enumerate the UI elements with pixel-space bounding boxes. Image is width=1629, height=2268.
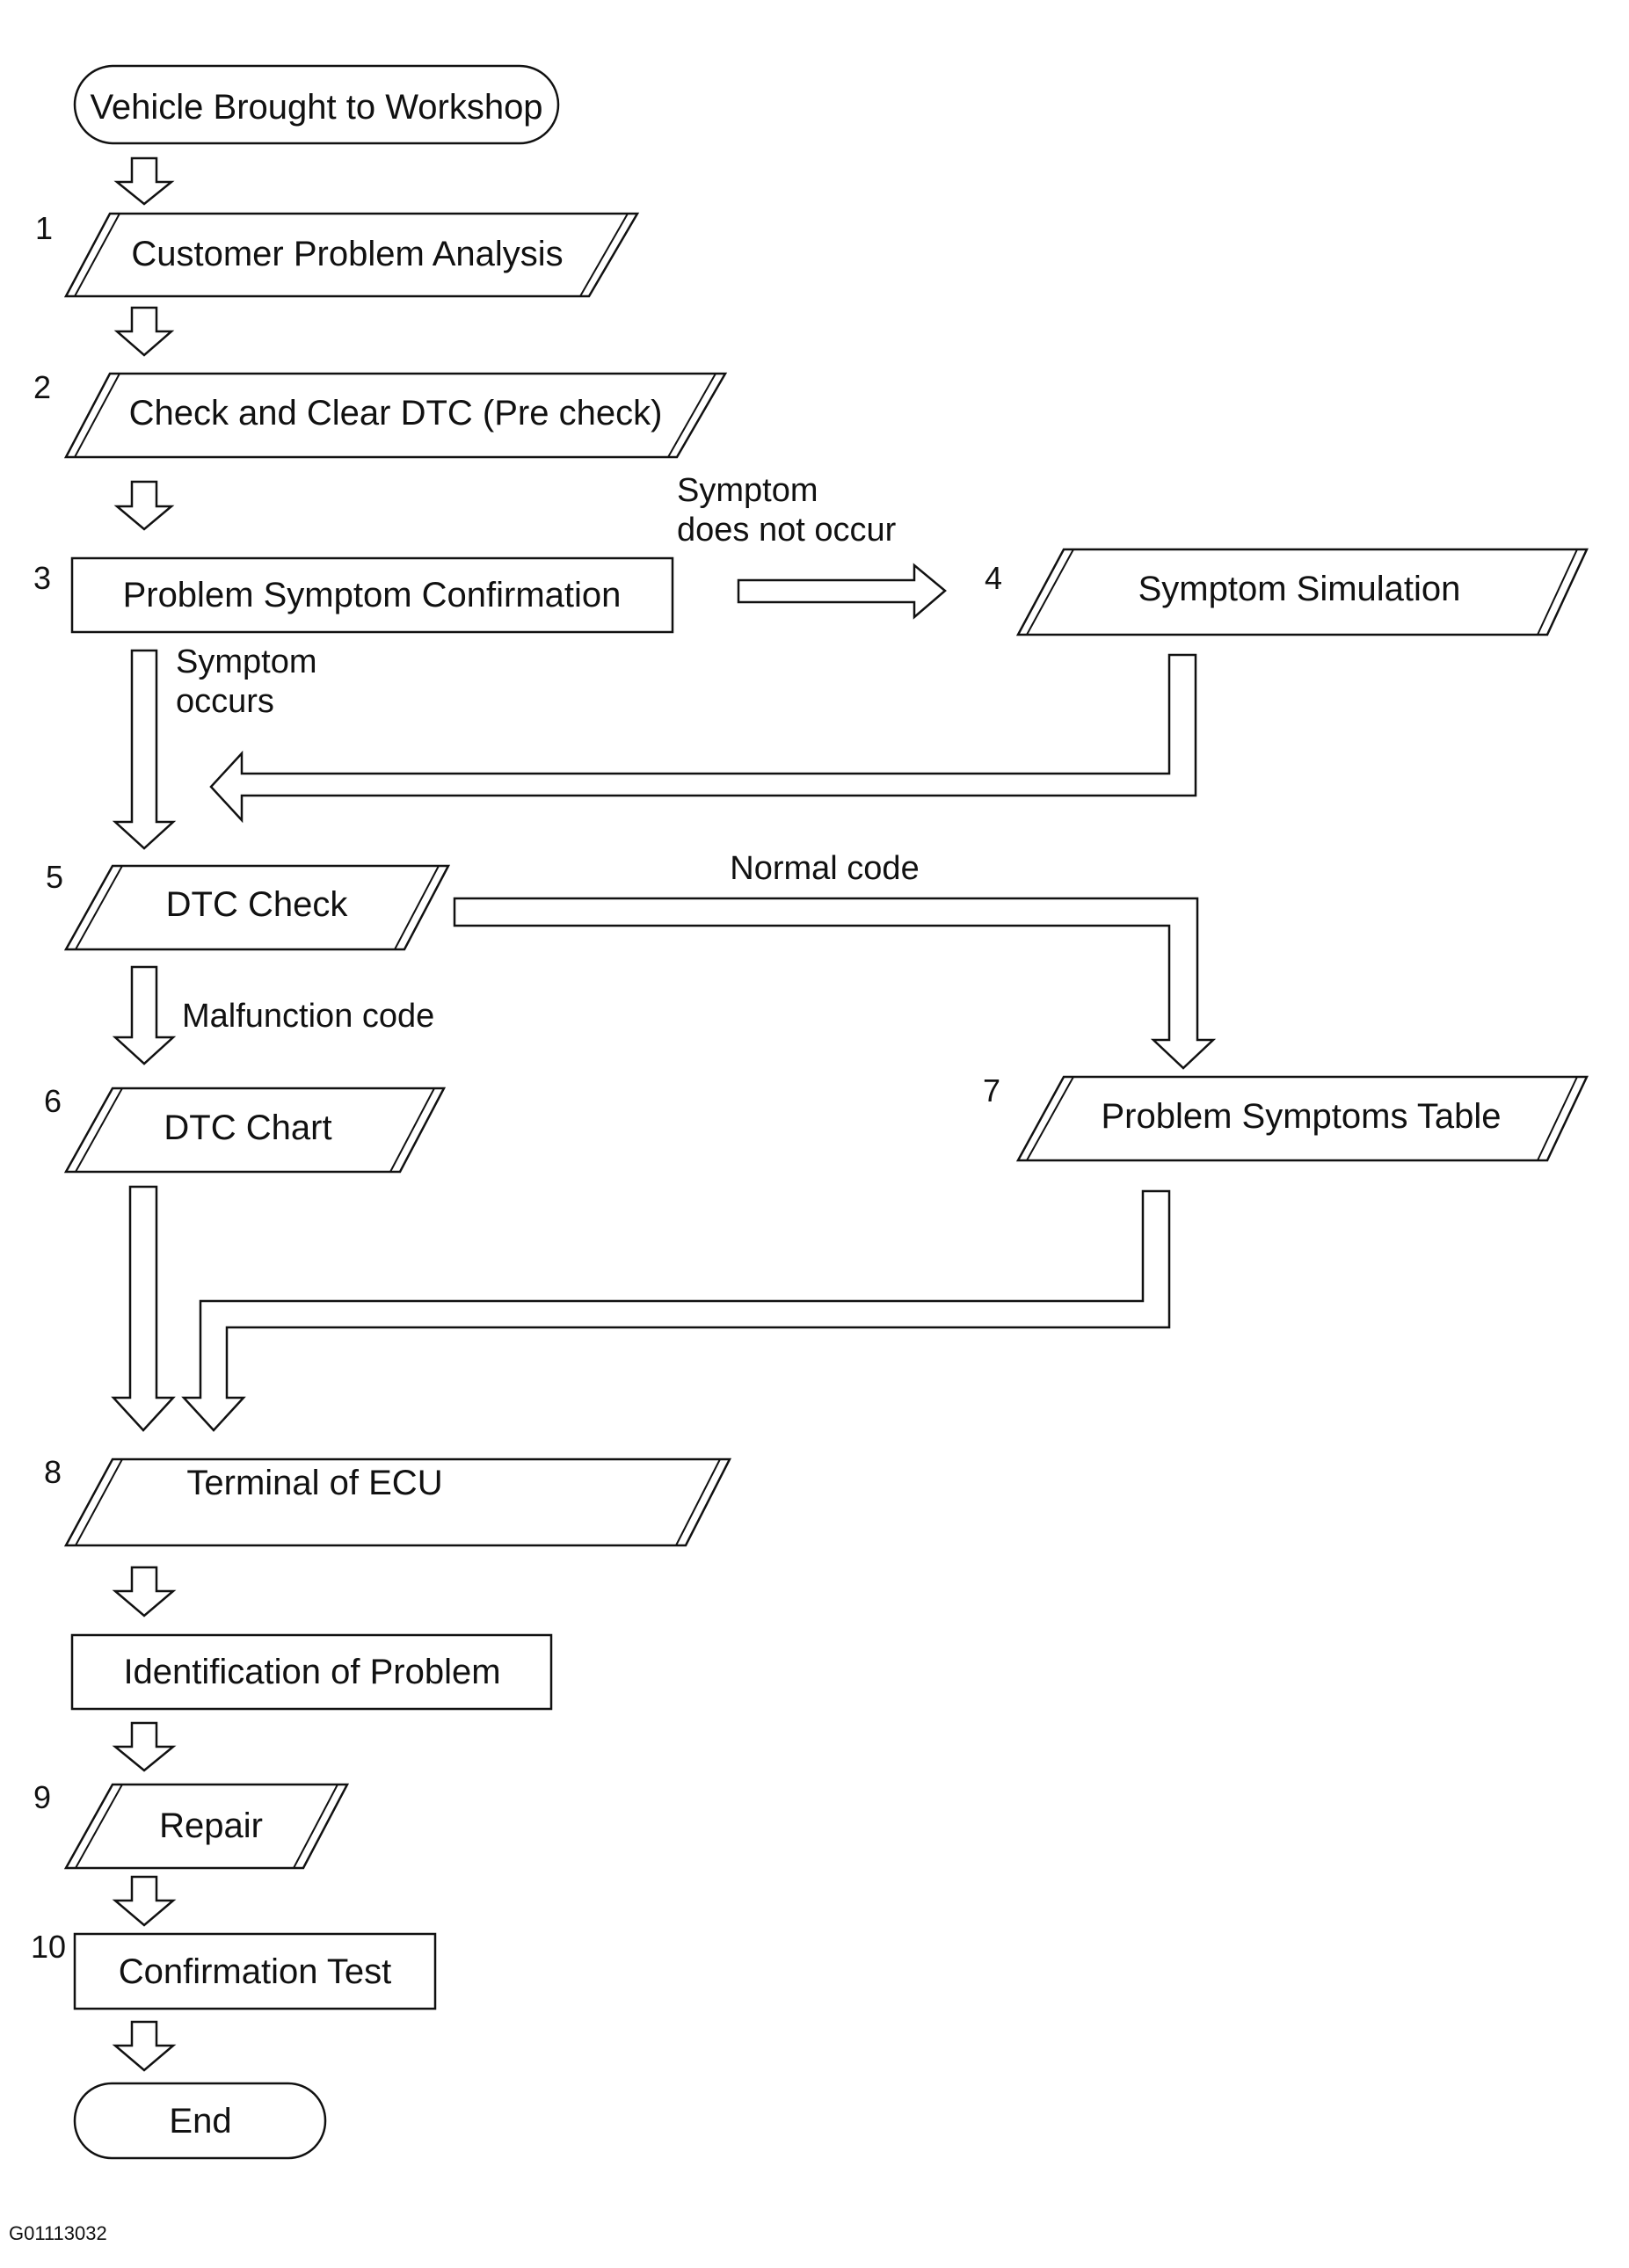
arrow-step1-to-step2	[113, 306, 175, 357]
step-label-8: Terminal of ECU	[186, 1464, 442, 1502]
step-number-8: 8	[44, 1454, 62, 1490]
step-7-box	[1015, 1075, 1589, 1162]
arrow-step3-to-step4	[737, 563, 947, 620]
step-7-box-edge	[1537, 1076, 1578, 1161]
figure-id: G01113032	[9, 2222, 107, 2244]
arrow-step9-to-step10	[112, 1875, 177, 1927]
step-number-5: 5	[46, 859, 63, 895]
step-number-6: 6	[44, 1083, 62, 1119]
step-number-3: 3	[33, 560, 51, 596]
arrow-step5-to-step6	[112, 965, 177, 1065]
arrow-step10-to-end	[112, 2020, 177, 2072]
arrow-step7-to-step8	[181, 1189, 1171, 1432]
step-5-box	[63, 864, 451, 951]
step-2-box-edge	[667, 373, 716, 458]
step-9-box-edge	[293, 1784, 338, 1869]
branch-label-symptom-not-occur-line2: does not occur	[677, 512, 897, 549]
arrow-identification-to-step9	[112, 1721, 177, 1772]
step-number-10: 10	[31, 1929, 66, 1965]
step-7-box-edge	[1026, 1076, 1074, 1161]
step-9-box-edge	[75, 1784, 123, 1869]
step-label-1: Customer Problem Analysis	[131, 235, 563, 273]
step-number-7: 7	[983, 1072, 1000, 1109]
branch-label-symptom-occurs-line1: Symptom	[176, 643, 316, 680]
step-8-box	[63, 1457, 732, 1547]
step-9-box	[63, 1783, 350, 1870]
arrow-step4-to-step5	[209, 653, 1197, 824]
branch-label-normal-code: Normal code	[730, 850, 919, 887]
arrow-step2-to-step3	[113, 480, 175, 531]
step-1-box-edge	[74, 213, 120, 297]
step-8-box-edge	[75, 1458, 123, 1546]
identification-label: Identification of Problem	[123, 1653, 500, 1691]
step-label-2: Check and Clear DTC (Pre check)	[129, 394, 663, 433]
step-6-box-edge	[75, 1087, 123, 1173]
step-number-9: 9	[33, 1779, 51, 1815]
identification-box	[70, 1633, 553, 1711]
arrow-step5-to-step7	[453, 897, 1217, 1070]
end-terminator	[73, 2082, 327, 2160]
step-label-10: Confirmation Test	[119, 1952, 392, 1991]
arrow-step3-to-step5	[112, 649, 177, 850]
start-label: Vehicle Brought to Workshop	[90, 88, 542, 127]
step-label-7: Problem Symptoms Table	[1102, 1097, 1502, 1136]
end-label: End	[169, 2102, 231, 2141]
step-label-4: Symptom Simulation	[1138, 570, 1461, 608]
branch-label-malfunction-code: Malfunction code	[182, 998, 434, 1035]
step-label-3: Problem Symptom Confirmation	[123, 576, 622, 614]
arrow-start-to-step1	[113, 156, 175, 206]
step-10-box	[73, 1932, 437, 2010]
arrow-step6-to-step8	[111, 1185, 176, 1432]
step-4-box-edge	[1537, 549, 1578, 636]
arrow-step8-to-identification	[112, 1566, 177, 1617]
step-1-box	[63, 212, 640, 298]
step-1-box-edge	[579, 213, 629, 297]
step-4-box-edge	[1026, 549, 1074, 636]
step-number-1: 1	[35, 210, 53, 246]
branch-label-symptom-not-occur-line1: Symptom	[677, 472, 818, 509]
start-terminator	[73, 64, 560, 145]
step-5-box-edge	[75, 865, 123, 950]
step-number-4: 4	[985, 560, 1002, 596]
step-number-2: 2	[33, 369, 51, 405]
step-label-5: DTC Check	[166, 885, 349, 924]
step-8-box-edge	[675, 1458, 721, 1546]
step-5-box-edge	[394, 865, 440, 950]
step-2-box	[63, 372, 728, 459]
step-6-box-edge	[389, 1087, 435, 1173]
branch-label-symptom-occurs-line2: occurs	[176, 683, 274, 720]
step-6-box	[63, 1087, 447, 1174]
step-2-box-edge	[74, 373, 120, 458]
step-label-9: Repair	[159, 1806, 263, 1845]
step-4-box	[1015, 548, 1589, 636]
step-3-box	[70, 556, 674, 634]
step-label-6: DTC Chart	[164, 1109, 331, 1147]
